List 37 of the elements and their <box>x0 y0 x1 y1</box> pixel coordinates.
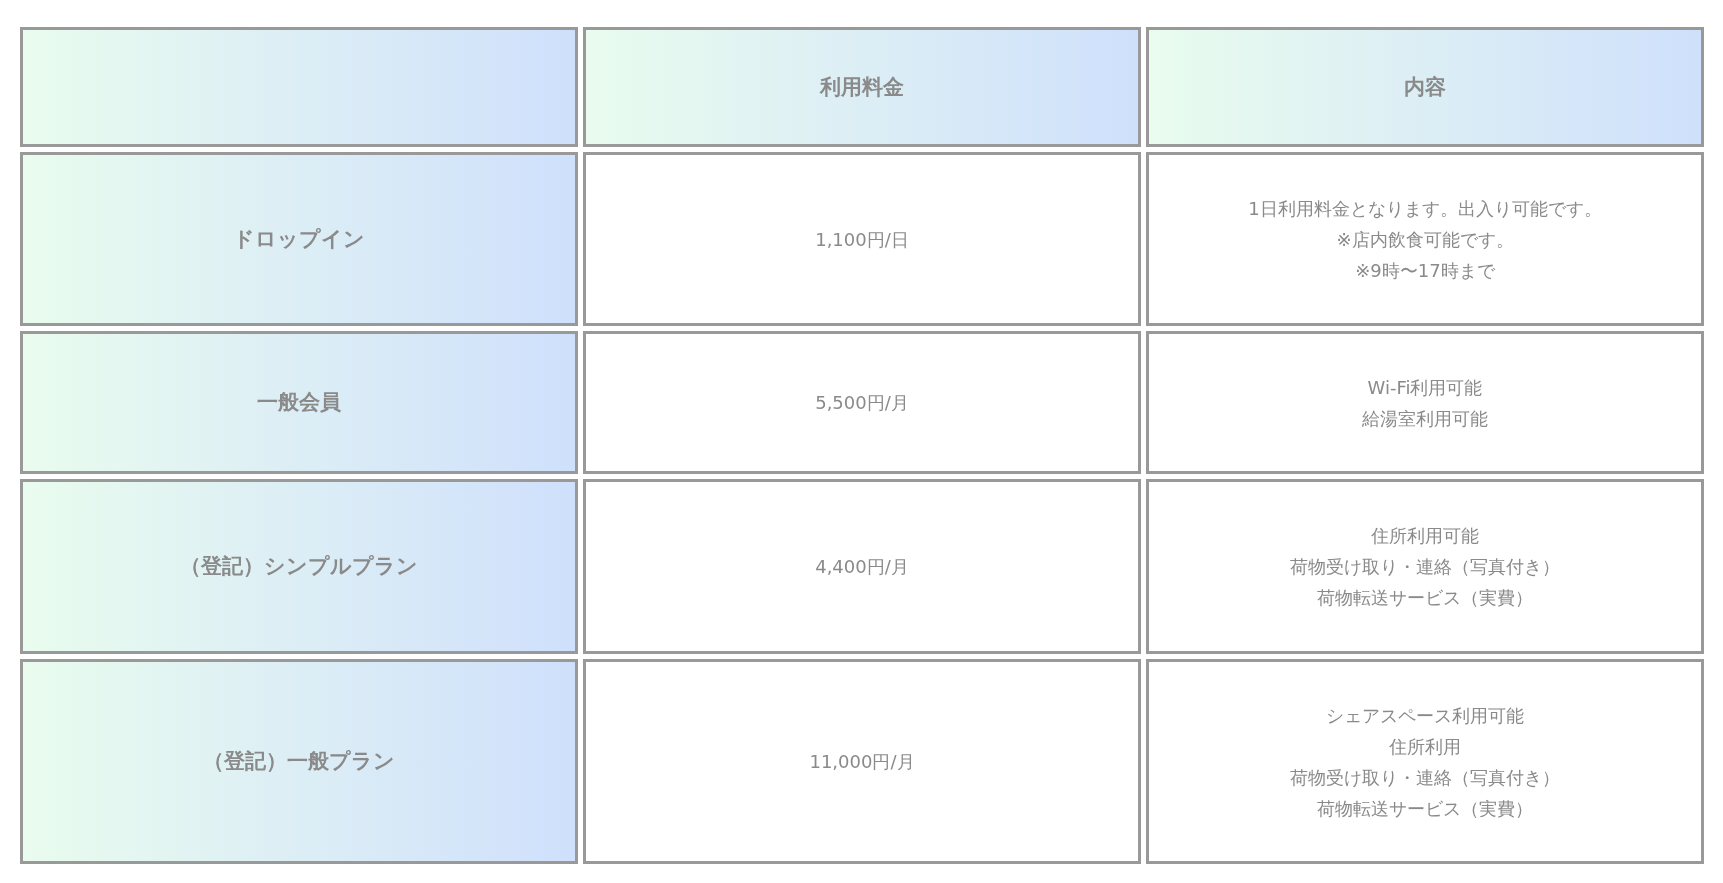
table-cell <box>1146 479 1704 654</box>
table-cell <box>1146 659 1704 864</box>
description-line: 荷物転送サービス（実費） <box>1317 586 1533 610</box>
description-line: 給湯室利用可能 <box>1362 406 1488 431</box>
plan-name: ドロップイン <box>233 225 365 253</box>
description-line: 荷物転送サービス（実費） <box>1317 796 1533 821</box>
table-cell <box>583 479 1141 654</box>
plan-name: （登記）シンプルプラン <box>180 553 418 580</box>
price-text: 5,500円/月 <box>815 391 909 415</box>
table-cell <box>583 659 1141 864</box>
price-text: 4,400円/月 <box>815 555 909 579</box>
column-header: 利用料金 <box>820 73 904 101</box>
description-line: シェアスペース利用可能 <box>1326 703 1524 728</box>
table-cell <box>20 659 578 864</box>
plan-name: （登記）一般プラン <box>203 748 395 775</box>
description-line: 住所利用可能 <box>1371 524 1479 548</box>
description-line: 荷物受け取り・連絡（写真付き） <box>1290 765 1560 790</box>
price-text: 1,100円/日 <box>815 227 909 252</box>
table-cell <box>583 152 1141 326</box>
description-line: ※店内飲食可能です。 <box>1336 227 1514 252</box>
description-line: 荷物受け取り・連絡（写真付き） <box>1290 555 1560 579</box>
table-cell <box>20 331 578 474</box>
table-cell <box>1146 27 1704 147</box>
description-line: 住所利用 <box>1389 734 1461 759</box>
description-line: 1日利用料金となります。出入り可能です。 <box>1248 196 1602 221</box>
plan-name: 一般会員 <box>257 389 341 416</box>
table-cell <box>583 331 1141 474</box>
table-cell <box>1146 331 1704 474</box>
description-line: ※9時〜17時まで <box>1355 258 1495 283</box>
price-text: 11,000円/月 <box>809 750 915 774</box>
table-cell <box>20 152 578 326</box>
table-cell <box>583 27 1141 147</box>
description-line: Wi-Fi利用可能 <box>1367 375 1483 400</box>
table-cell <box>20 479 578 654</box>
column-header: 内容 <box>1404 73 1446 101</box>
empty-header-cell <box>20 27 578 147</box>
table-cell <box>1146 152 1704 326</box>
